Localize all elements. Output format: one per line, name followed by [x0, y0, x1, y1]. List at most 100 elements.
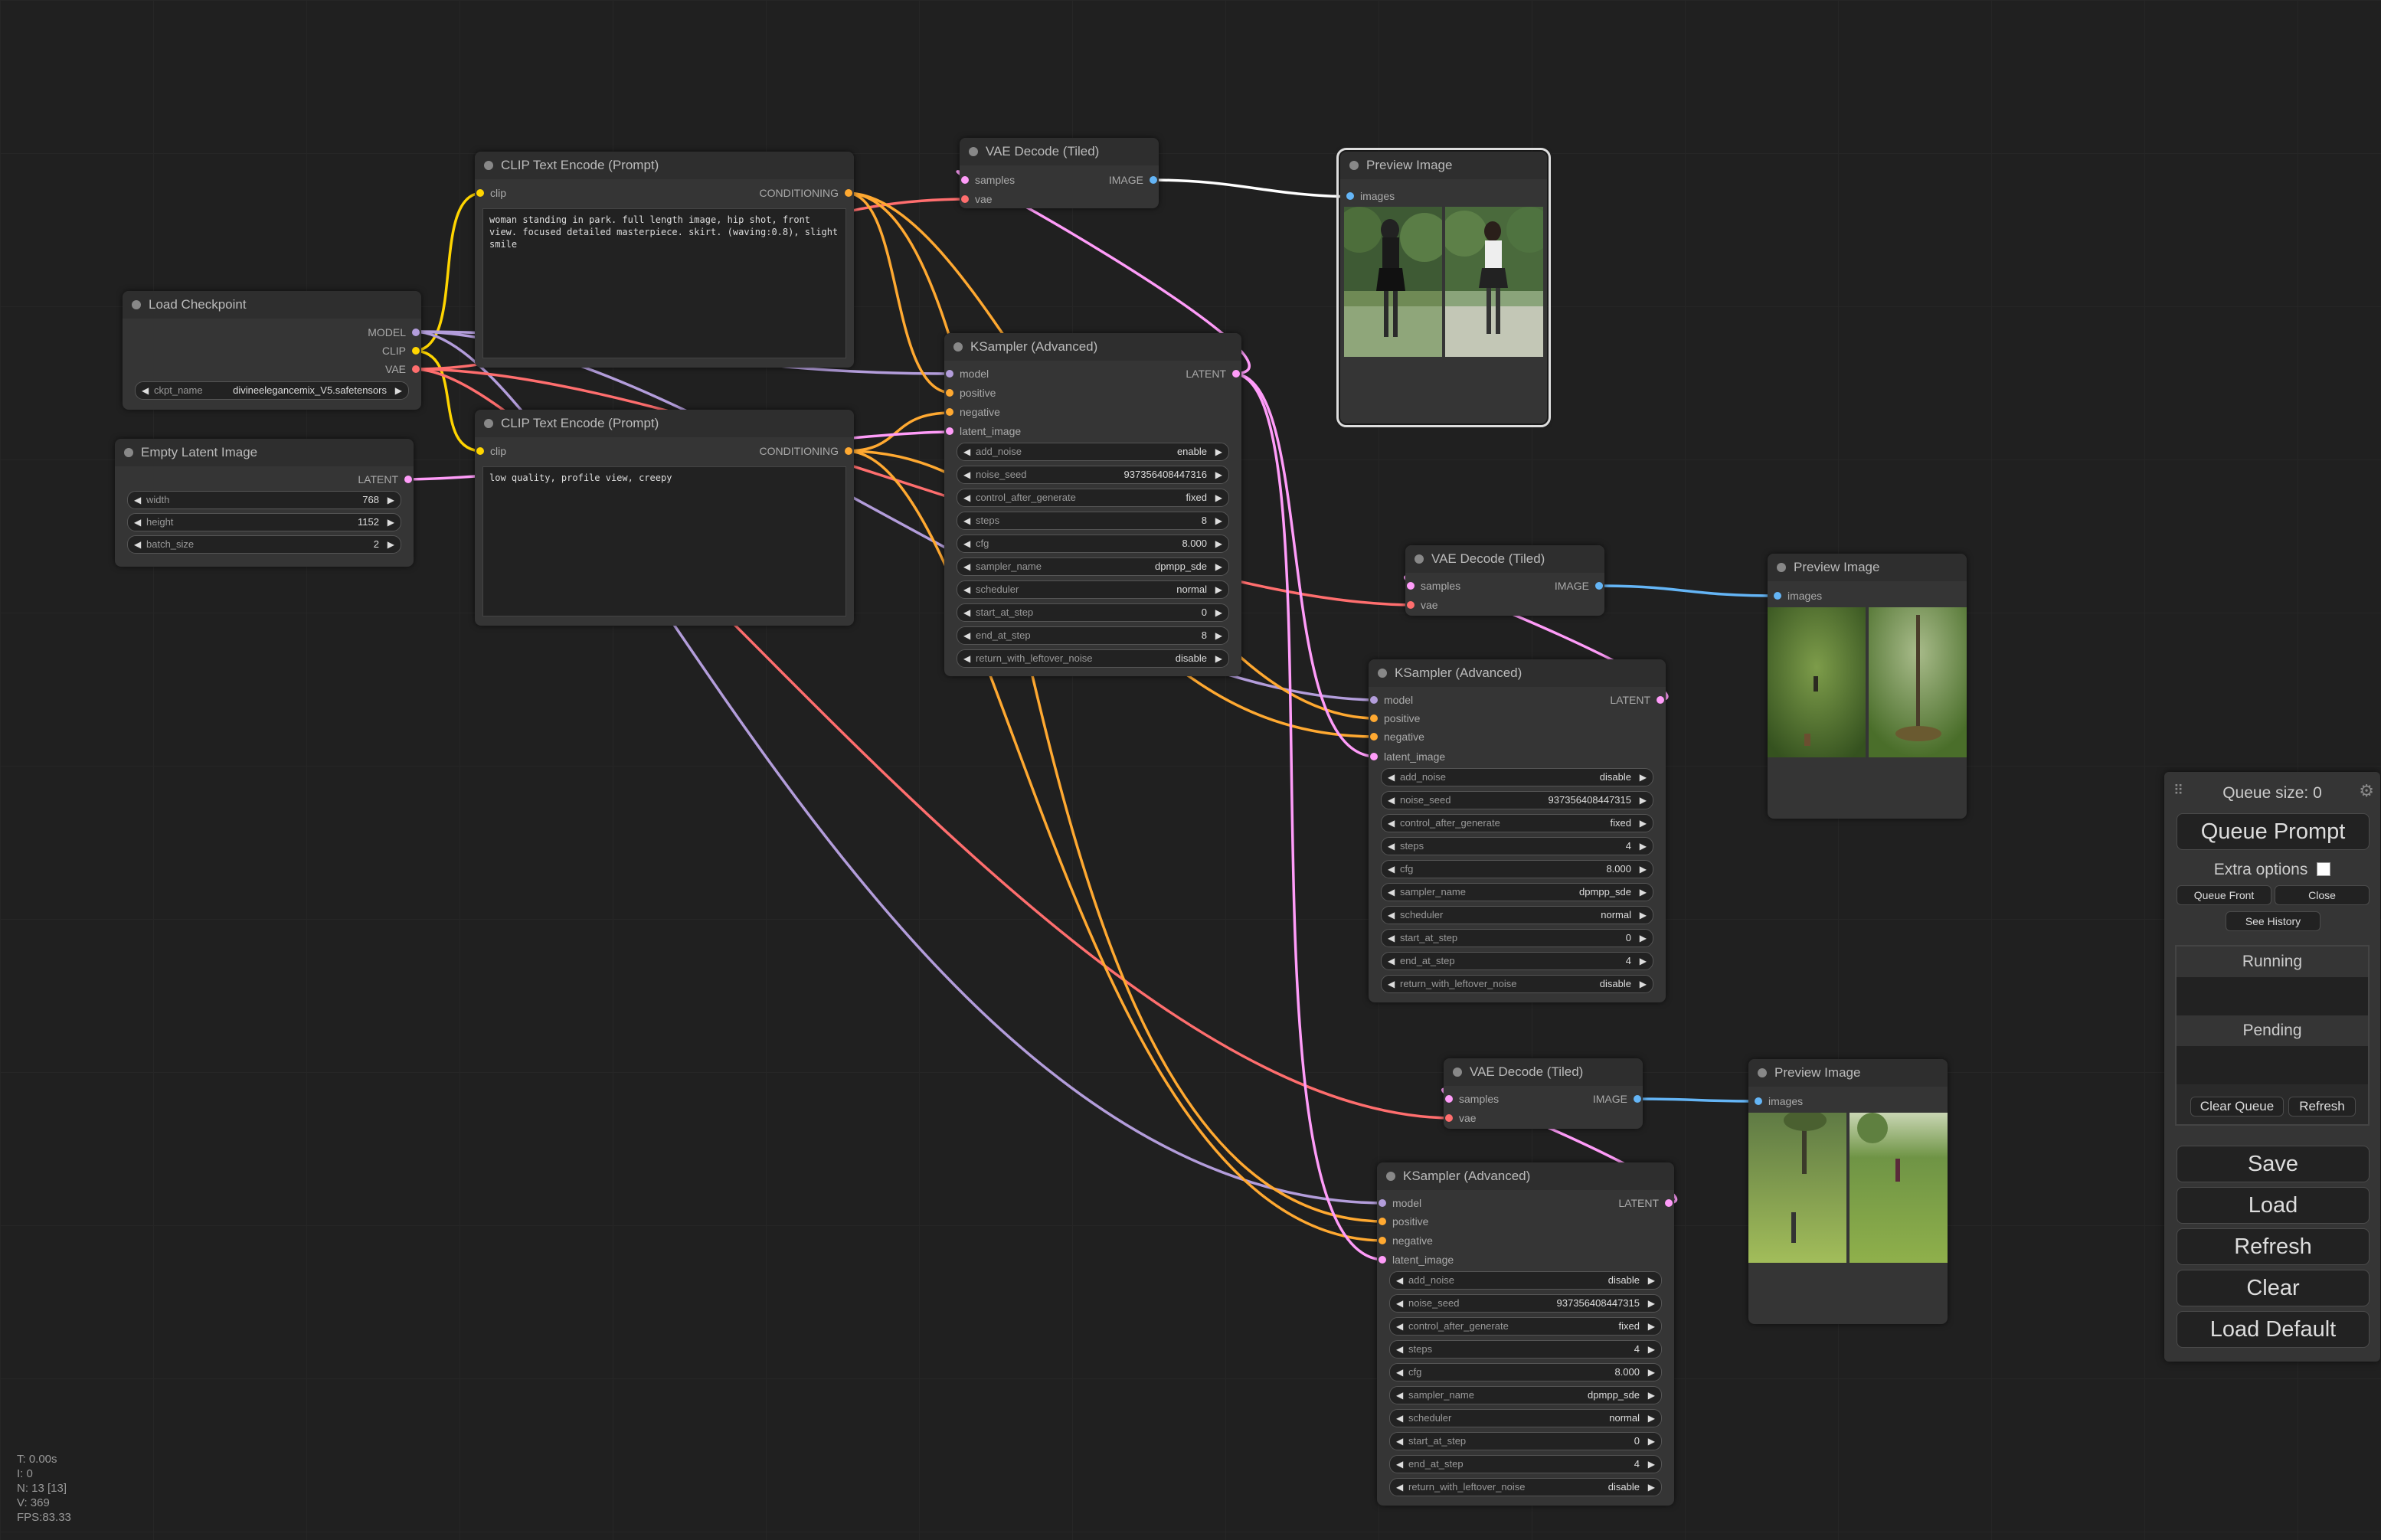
node-title[interactable]: VAE Decode (Tiled) — [1444, 1058, 1643, 1086]
slot-dot-icon[interactable] — [1370, 753, 1378, 760]
output-image[interactable]: IMAGE — [1593, 1091, 1643, 1107]
arrow-right-icon[interactable]: ▶ — [387, 517, 394, 528]
slot-dot-icon[interactable] — [1370, 714, 1378, 722]
arrow-right-icon[interactable]: ▶ — [1647, 1413, 1655, 1424]
collapse-dot-icon[interactable] — [953, 342, 963, 351]
node-title[interactable]: Preview Image — [1768, 554, 1967, 581]
arrow-right-icon[interactable]: ▶ — [1639, 795, 1647, 806]
close-button[interactable]: Close — [2275, 885, 2370, 905]
slot-dot-icon[interactable] — [1634, 1095, 1641, 1103]
input-model[interactable]: model — [1369, 692, 1413, 708]
arrow-right-icon[interactable]: ▶ — [1215, 653, 1222, 664]
arrow-left-icon[interactable]: ◀ — [963, 469, 971, 480]
node-title[interactable]: KSampler (Advanced) — [1377, 1162, 1674, 1190]
arrow-right-icon[interactable]: ▶ — [1215, 515, 1222, 526]
arrow-left-icon[interactable]: ◀ — [1396, 1390, 1404, 1401]
input-clip[interactable]: clip — [475, 443, 506, 459]
arrow-right-icon[interactable]: ▶ — [1215, 538, 1222, 549]
slot-dot-icon[interactable] — [412, 365, 420, 373]
slot-dot-icon[interactable] — [476, 189, 484, 197]
arrow-right-icon[interactable]: ▶ — [1639, 933, 1647, 943]
collapse-dot-icon[interactable] — [484, 161, 493, 170]
arrow-right-icon[interactable]: ▶ — [1639, 841, 1647, 852]
arrow-left-icon[interactable]: ◀ — [134, 517, 142, 528]
extra-options-checkbox[interactable] — [2317, 862, 2331, 876]
see-history-button[interactable]: See History — [2226, 911, 2320, 931]
output-clip[interactable]: CLIP — [382, 343, 421, 358]
arrow-right-icon[interactable]: ▶ — [387, 539, 394, 550]
preview-image-thumbnail[interactable] — [1344, 207, 1442, 357]
slot-dot-icon[interactable] — [1665, 1199, 1673, 1207]
output-vae[interactable]: VAE — [385, 361, 421, 377]
arrow-left-icon[interactable]: ◀ — [1388, 956, 1395, 966]
arrow-right-icon[interactable]: ▶ — [1215, 492, 1222, 503]
extra-options-label[interactable]: Extra options — [2164, 861, 2380, 879]
arrow-right-icon[interactable]: ▶ — [1639, 887, 1647, 898]
node-ksampler-advanced-2[interactable]: KSampler (Advanced) model positive negat… — [1369, 659, 1666, 1002]
arrow-right-icon[interactable]: ▶ — [1647, 1344, 1655, 1355]
arrow-left-icon[interactable]: ◀ — [963, 653, 971, 664]
input-latent-image[interactable]: latent_image — [1377, 1252, 1454, 1267]
node-load-checkpoint[interactable]: Load Checkpoint MODEL CLIP VAE ◀ ckpt_na… — [123, 291, 421, 410]
slot-dot-icon[interactable] — [1595, 582, 1603, 590]
preview-images[interactable] — [1768, 607, 1967, 757]
arrow-right-icon[interactable]: ▶ — [1647, 1367, 1655, 1378]
node-title[interactable]: Empty Latent Image — [115, 439, 414, 466]
prompt-textarea[interactable]: low quality, profile view, creepy — [482, 466, 846, 616]
slot-dot-icon[interactable] — [1379, 1237, 1386, 1244]
input-clip[interactable]: clip — [475, 185, 506, 201]
node-title[interactable]: Preview Image — [1340, 152, 1547, 179]
node-title[interactable]: VAE Decode (Tiled) — [960, 138, 1159, 165]
node-vae-decode-3[interactable]: VAE Decode (Tiled) samples vae IMAGE — [1444, 1058, 1643, 1129]
slot-dot-icon[interactable] — [412, 329, 420, 336]
slot-dot-icon[interactable] — [1445, 1114, 1453, 1122]
output-conditioning[interactable]: CONDITIONING — [760, 443, 854, 459]
input-negative[interactable]: negative — [944, 404, 1000, 420]
input-vae[interactable]: vae — [960, 191, 993, 207]
arrow-left-icon[interactable]: ◀ — [963, 630, 971, 641]
input-samples[interactable]: samples — [1444, 1091, 1499, 1107]
slot-dot-icon[interactable] — [946, 389, 953, 397]
refresh-button[interactable]: Refresh — [2177, 1228, 2370, 1265]
load-button[interactable]: Load — [2177, 1187, 2370, 1224]
arrow-left-icon[interactable]: ◀ — [1388, 795, 1395, 806]
node-title[interactable]: Preview Image — [1748, 1059, 1948, 1087]
arrow-left-icon[interactable]: ◀ — [1388, 772, 1395, 783]
arrow-left-icon[interactable]: ◀ — [1388, 864, 1395, 875]
slot-dot-icon[interactable] — [961, 176, 969, 184]
input-images[interactable]: images — [1772, 588, 1822, 603]
collapse-dot-icon[interactable] — [1378, 669, 1387, 678]
output-conditioning[interactable]: CONDITIONING — [760, 185, 854, 201]
arrow-right-icon[interactable]: ▶ — [1639, 956, 1647, 966]
arrow-left-icon[interactable]: ◀ — [963, 584, 971, 595]
arrow-left-icon[interactable]: ◀ — [1396, 1275, 1404, 1286]
arrow-left-icon[interactable]: ◀ — [963, 538, 971, 549]
arrow-left-icon[interactable]: ◀ — [1388, 979, 1395, 989]
input-latent-image[interactable]: latent_image — [1369, 749, 1445, 764]
slot-dot-icon[interactable] — [1232, 370, 1240, 378]
output-latent[interactable]: LATENT — [1610, 692, 1666, 708]
arrow-left-icon[interactable]: ◀ — [1396, 1413, 1404, 1424]
node-ksampler-advanced-1[interactable]: KSampler (Advanced) model positive negat… — [944, 333, 1241, 676]
output-latent[interactable]: LATENT — [1186, 366, 1241, 381]
settings-gear-icon[interactable]: ⚙ — [2359, 781, 2374, 800]
arrow-right-icon[interactable]: ▶ — [1647, 1436, 1655, 1447]
arrow-left-icon[interactable]: ◀ — [1388, 841, 1395, 852]
